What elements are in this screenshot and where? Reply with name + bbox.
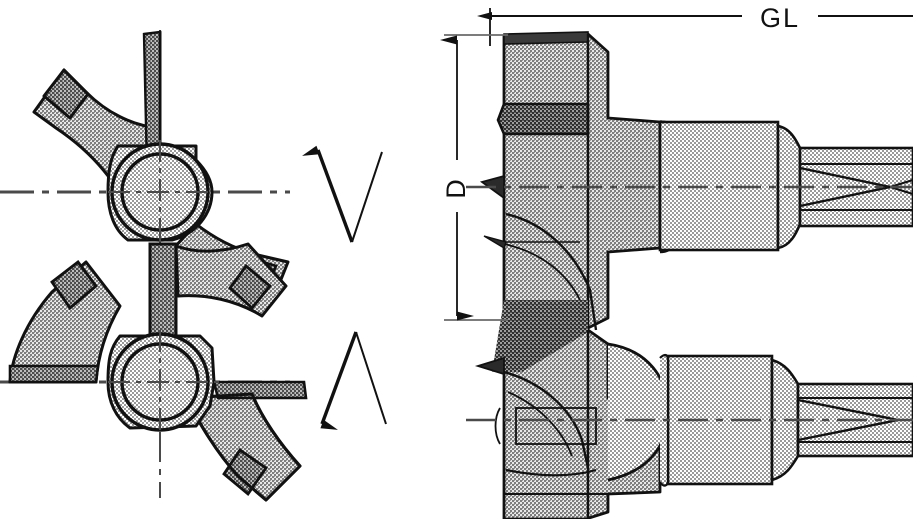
cutter-flute-lower-e-outline <box>184 392 302 502</box>
cutter-body-upper-section-band <box>496 102 590 136</box>
d-dimension-label: D <box>441 177 471 199</box>
cutter-body-upper-top-edge <box>503 31 589 45</box>
rotation-direction-arrow-down <box>320 331 358 430</box>
rotation-direction-arrow-up <box>302 145 354 243</box>
carbide-insert-upper-a <box>42 68 90 120</box>
front-view-lower-head <box>0 232 308 502</box>
carbide-insert-lower-d <box>50 260 98 311</box>
flute-trace-upper-1 <box>505 212 598 331</box>
dimension-gl: GL <box>477 3 913 46</box>
cutting-tip-upper-secondary <box>483 235 507 250</box>
gl-dimension-label: GL <box>760 3 800 33</box>
rotation-indicator-lower <box>320 331 387 430</box>
carbide-insert-lower-c <box>228 263 272 311</box>
dimension-d: D <box>440 34 508 321</box>
rotation-indicator-lower-leg <box>355 331 387 425</box>
flute-relief-lower <box>494 407 501 445</box>
flute-trace-upper-2 <box>503 243 581 301</box>
side-view <box>466 31 913 519</box>
flute-trace-lower-1 <box>503 370 590 469</box>
cutting-tip-lower <box>474 356 505 376</box>
rotation-indicator-upper <box>302 145 383 243</box>
rotation-indicator-upper-leg <box>351 151 383 243</box>
flute-pocket-lower <box>515 407 597 445</box>
flute-lower-d-rake-face <box>8 364 100 384</box>
cutter-body-lower-shadow-wedge <box>492 300 588 372</box>
